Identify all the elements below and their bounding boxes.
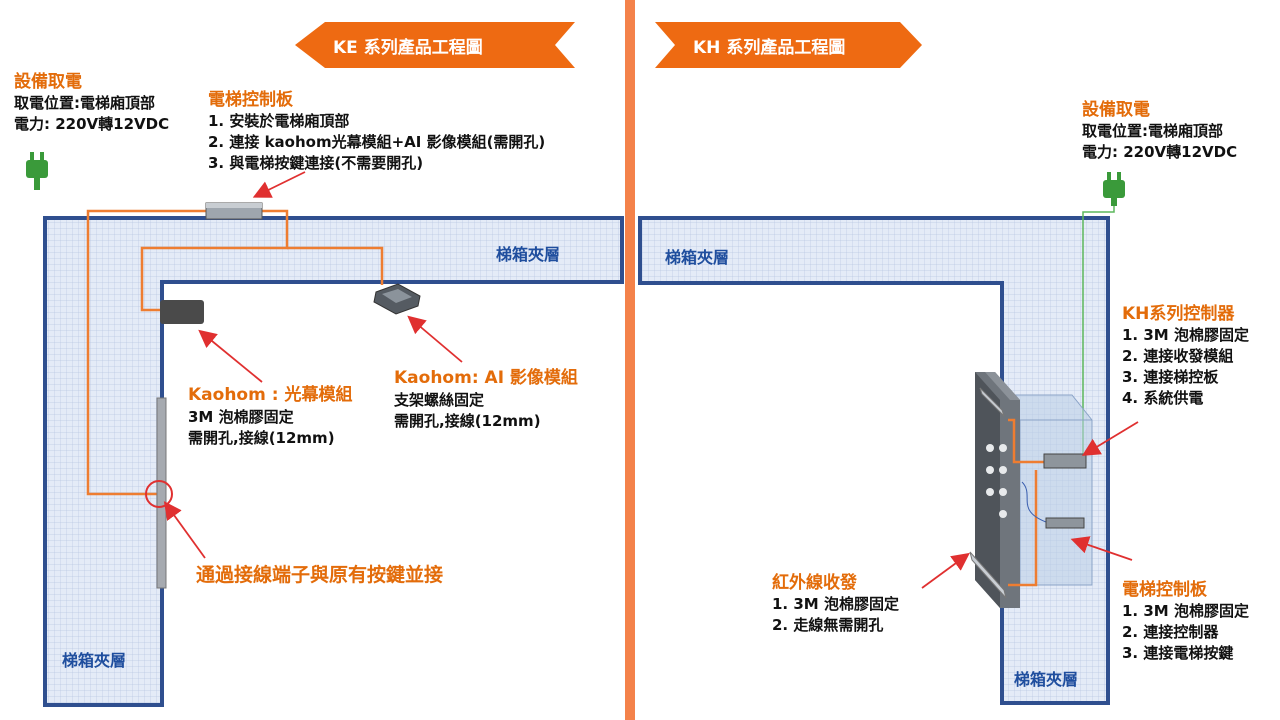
ke-button-panel bbox=[156, 397, 167, 589]
kh-board-line: 2. 連接控制器 bbox=[1122, 623, 1219, 641]
kh-button bbox=[999, 488, 1007, 496]
kh-board-line: 3. 連接電梯按鍵 bbox=[1122, 644, 1234, 662]
kh-power-line: 取電位置:電梯廂頂部 bbox=[1082, 122, 1223, 140]
ke-frame-label-top: 梯箱夾層 bbox=[496, 245, 561, 264]
ke-terminal-circle bbox=[145, 480, 173, 508]
ke-banner-shape bbox=[295, 22, 575, 68]
kh-infrared-line: 1. 3M 泡棉膠固定 bbox=[772, 595, 899, 613]
ke-controller-arrow bbox=[252, 171, 306, 198]
kh-controller-line: 1. 3M 泡棉膠固定 bbox=[1122, 326, 1249, 344]
kh-power-line: 電力: 220V轉12VDC bbox=[1082, 143, 1238, 161]
ke-power-title: 設備取電 bbox=[14, 72, 82, 92]
kh-power-plug-icon bbox=[1103, 172, 1125, 206]
ke-ai-line: 需開孔,接線(12mm) bbox=[394, 412, 541, 430]
ke-cabin-frame bbox=[43, 216, 624, 707]
ke-ai-title: Kaohom: AI 影像模組 bbox=[394, 368, 578, 388]
ke-controller-line: 3. 與電梯按鍵連接(不需要開孔) bbox=[208, 154, 424, 172]
kh-controller-line: 4. 系統供電 bbox=[1122, 389, 1204, 407]
ke-controller-block: 電梯控制板 1. 安裝於電梯廂頂部 2. 連接 kaohom光幕模組+AI 影像… bbox=[208, 90, 545, 174]
kh-wiring bbox=[1008, 418, 1046, 587]
kh-controller-line: 2. 連接收發模組 bbox=[1122, 347, 1234, 365]
ke-ai-arrow bbox=[407, 315, 463, 363]
kh-infrared-title: 紅外線收發 bbox=[772, 573, 857, 593]
kh-banner-shape bbox=[655, 22, 922, 68]
kh-button bbox=[999, 510, 1007, 518]
kh-controller-arrow bbox=[1081, 421, 1139, 456]
ke-light-curtain-title: Kaohom : 光幕模組 bbox=[188, 385, 353, 405]
ke-controller-line: 1. 安裝於電梯廂頂部 bbox=[208, 112, 350, 130]
ke-controller-line: 2. 連接 kaohom光幕模組+AI 影像模組(需開孔) bbox=[208, 133, 546, 151]
kh-board-arrow bbox=[1070, 536, 1133, 561]
ke-light-curtain-arrow bbox=[198, 329, 263, 383]
kh-board-title: 電梯控制板 bbox=[1122, 580, 1207, 600]
ke-light-curtain-sensor bbox=[160, 300, 204, 324]
ke-power-line: 電力: 220V轉12VDC bbox=[14, 115, 170, 133]
kh-button bbox=[986, 488, 994, 496]
ke-power-line: 取電位置:電梯廂頂部 bbox=[14, 94, 155, 112]
kh-power-title: 設備取電 bbox=[1082, 100, 1150, 120]
kh-controller-title: KH系列控制器 bbox=[1122, 304, 1235, 324]
kh-board-module bbox=[1045, 517, 1085, 529]
ke-light-curtain-line: 需開孔,接線(12mm) bbox=[188, 429, 335, 447]
ke-ai-camera-module bbox=[373, 283, 421, 315]
kh-button bbox=[999, 444, 1007, 452]
kh-button-panel bbox=[975, 372, 1020, 608]
kh-signal-wire bbox=[1021, 481, 1047, 523]
ke-terminal-arrow bbox=[163, 501, 206, 559]
kh-power-wire bbox=[1082, 206, 1115, 456]
kh-frame-label-bottom: 梯箱夾層 bbox=[1014, 670, 1079, 689]
kh-controller-block: KH系列控制器 1. 3M 泡棉膠固定 2. 連接收發模組 3. 連接梯控板 4… bbox=[1122, 304, 1249, 409]
kh-infrared-block: 紅外線收發 1. 3M 泡棉膠固定 2. 走線無需開孔 bbox=[772, 573, 899, 636]
kh-frame-label-top: 梯箱夾層 bbox=[665, 248, 730, 267]
ke-light-curtain-block: Kaohom : 光幕模組 3M 泡棉膠固定 需開孔,接線(12mm) bbox=[188, 383, 352, 449]
kh-infrared-strips bbox=[969, 387, 1007, 599]
ke-banner-title: KE 系列產品工程圖 bbox=[333, 38, 483, 58]
ke-terminal-note: 通過接線端子與原有按鍵並接 bbox=[196, 564, 444, 586]
ke-controller-board bbox=[205, 202, 263, 220]
kh-infrared-arrow bbox=[921, 552, 970, 589]
kh-button bbox=[999, 466, 1007, 474]
ke-frame-label-bottom: 梯箱夾層 bbox=[62, 651, 127, 670]
kh-button bbox=[986, 444, 994, 452]
ke-ai-block: Kaohom: AI 影像模組 支架螺絲固定 需開孔,接線(12mm) bbox=[394, 366, 578, 432]
kh-board-block: 電梯控制板 1. 3M 泡棉膠固定 2. 連接控制器 3. 連接電梯按鍵 bbox=[1122, 580, 1249, 664]
kh-controller-line: 3. 連接梯控板 bbox=[1122, 368, 1219, 386]
kh-board-line: 1. 3M 泡棉膠固定 bbox=[1122, 602, 1249, 620]
kh-controller-module bbox=[1043, 453, 1087, 469]
ke-light-curtain-line: 3M 泡棉膠固定 bbox=[188, 408, 294, 426]
kh-infrared-line: 2. 走線無需開孔 bbox=[772, 616, 884, 634]
kh-banner-title: KH 系列產品工程圖 bbox=[693, 38, 846, 58]
kh-power-block: 設備取電 取電位置:電梯廂頂部 電力: 220V轉12VDC bbox=[1082, 100, 1237, 163]
ke-wiring bbox=[86, 209, 384, 496]
kh-button bbox=[986, 466, 994, 474]
ke-power-plug-icon bbox=[26, 152, 48, 190]
center-divider bbox=[625, 0, 635, 720]
ke-controller-title: 電梯控制板 bbox=[208, 90, 293, 110]
ke-power-block: 設備取電 取電位置:電梯廂頂部 電力: 220V轉12VDC bbox=[14, 72, 169, 135]
ke-ai-line: 支架螺絲固定 bbox=[394, 391, 485, 409]
